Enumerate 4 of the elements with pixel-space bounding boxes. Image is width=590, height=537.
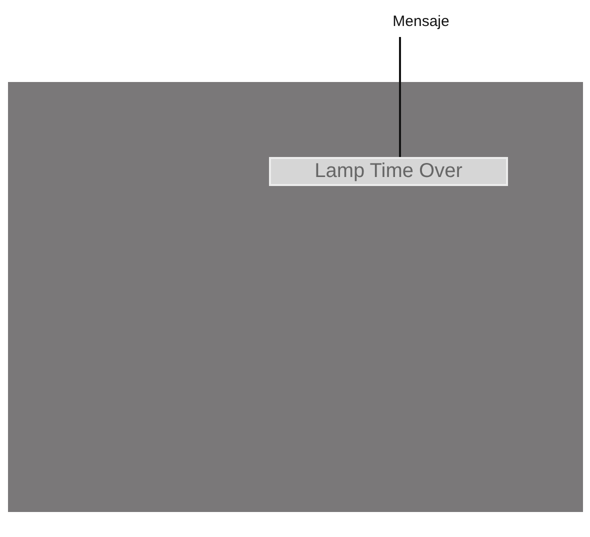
message-box: Lamp Time Over	[269, 157, 508, 186]
screen	[8, 82, 583, 512]
callout-label: Mensaje	[371, 11, 471, 33]
leader-line	[399, 37, 401, 157]
